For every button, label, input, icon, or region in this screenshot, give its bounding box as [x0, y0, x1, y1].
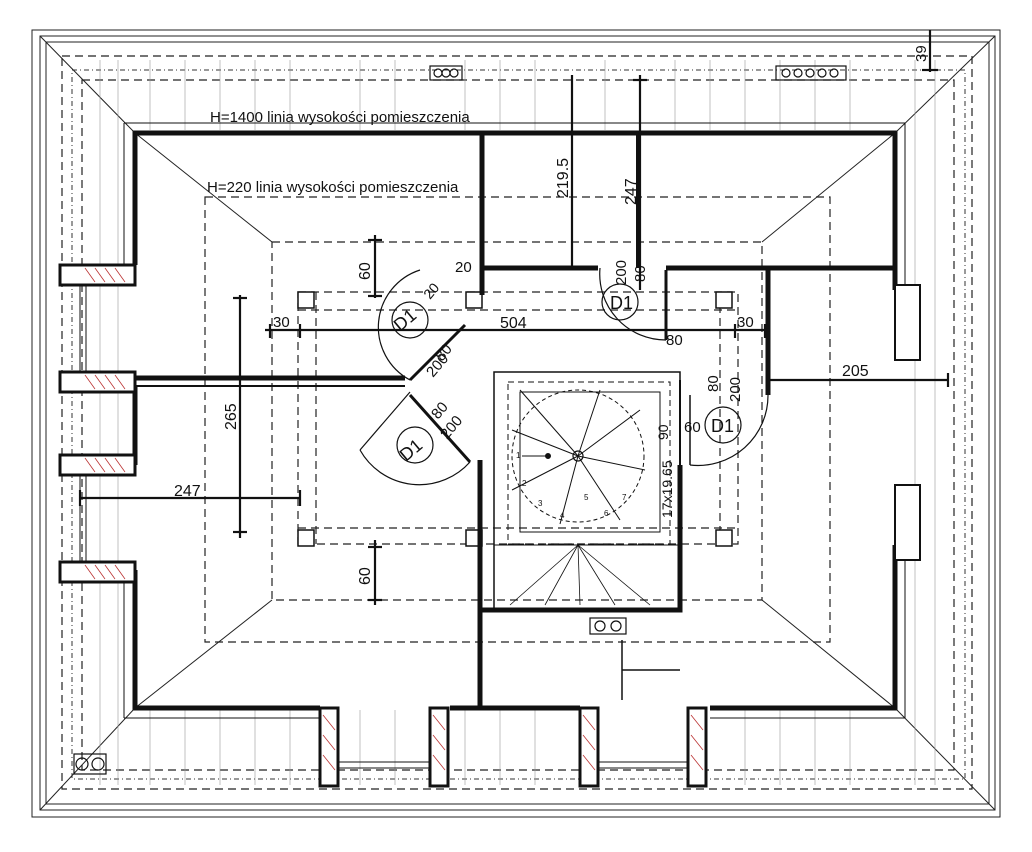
insulation-hatch — [84, 267, 704, 771]
dim-label: 219.5 — [555, 158, 572, 198]
doors — [359, 267, 769, 486]
dimension-lines — [78, 30, 950, 700]
step-number: 3 — [538, 499, 543, 508]
dim-label: 90 — [655, 424, 671, 440]
dim-label: 247 — [623, 178, 640, 205]
dim-label: 80 — [666, 332, 683, 349]
step-number: 7 — [622, 493, 627, 502]
dim-label: 20 — [455, 259, 472, 276]
step-number: 2 — [522, 479, 527, 488]
height-line-labels: H=1400 linia wysokości pomieszczenia H=2… — [207, 109, 470, 196]
dim-label: 80 — [705, 375, 722, 392]
dim-label: 39 — [913, 45, 930, 62]
height-line-label-1400: H=1400 linia wysokości pomieszczenia — [210, 109, 470, 126]
dim-label: 265 — [223, 403, 240, 430]
stair-step-numbers: 1 2 3 4 5 6 7 — [516, 451, 627, 520]
dim-label: 30 — [737, 314, 754, 331]
dim-label: 30 — [273, 314, 290, 331]
dim-label: 247 — [174, 483, 201, 500]
stair-label: 17x19.65 — [659, 460, 675, 518]
dim-label: 504 — [500, 315, 527, 332]
spiral-stair — [493, 371, 681, 611]
step-number: 6 — [604, 509, 609, 518]
dim-label: 60 — [357, 567, 374, 585]
height-line-label-220: H=220 linia wysokości pomieszczenia — [207, 179, 459, 196]
dimension-labels: 39 219.5 247 60 60 265 247 20 504 30 30 … — [174, 45, 930, 585]
dim-label: 60 — [684, 419, 701, 436]
roof-vents — [73, 65, 847, 775]
step-number: 1 — [516, 451, 521, 460]
step-number: 5 — [584, 493, 589, 502]
dim-label: 205 — [842, 363, 869, 380]
dim-label: 200 — [727, 377, 744, 402]
rafter-lines — [99, 60, 936, 785]
step-number: 4 — [560, 511, 565, 520]
outer-roof-outline — [31, 29, 1001, 818]
dim-label: 200 — [613, 260, 630, 285]
dim-label: 60 — [357, 262, 374, 280]
dim-label: 80 — [632, 265, 649, 282]
door-tag: D1 — [610, 293, 633, 313]
exterior-walls — [123, 122, 906, 719]
door-tag: D1 — [711, 416, 734, 436]
